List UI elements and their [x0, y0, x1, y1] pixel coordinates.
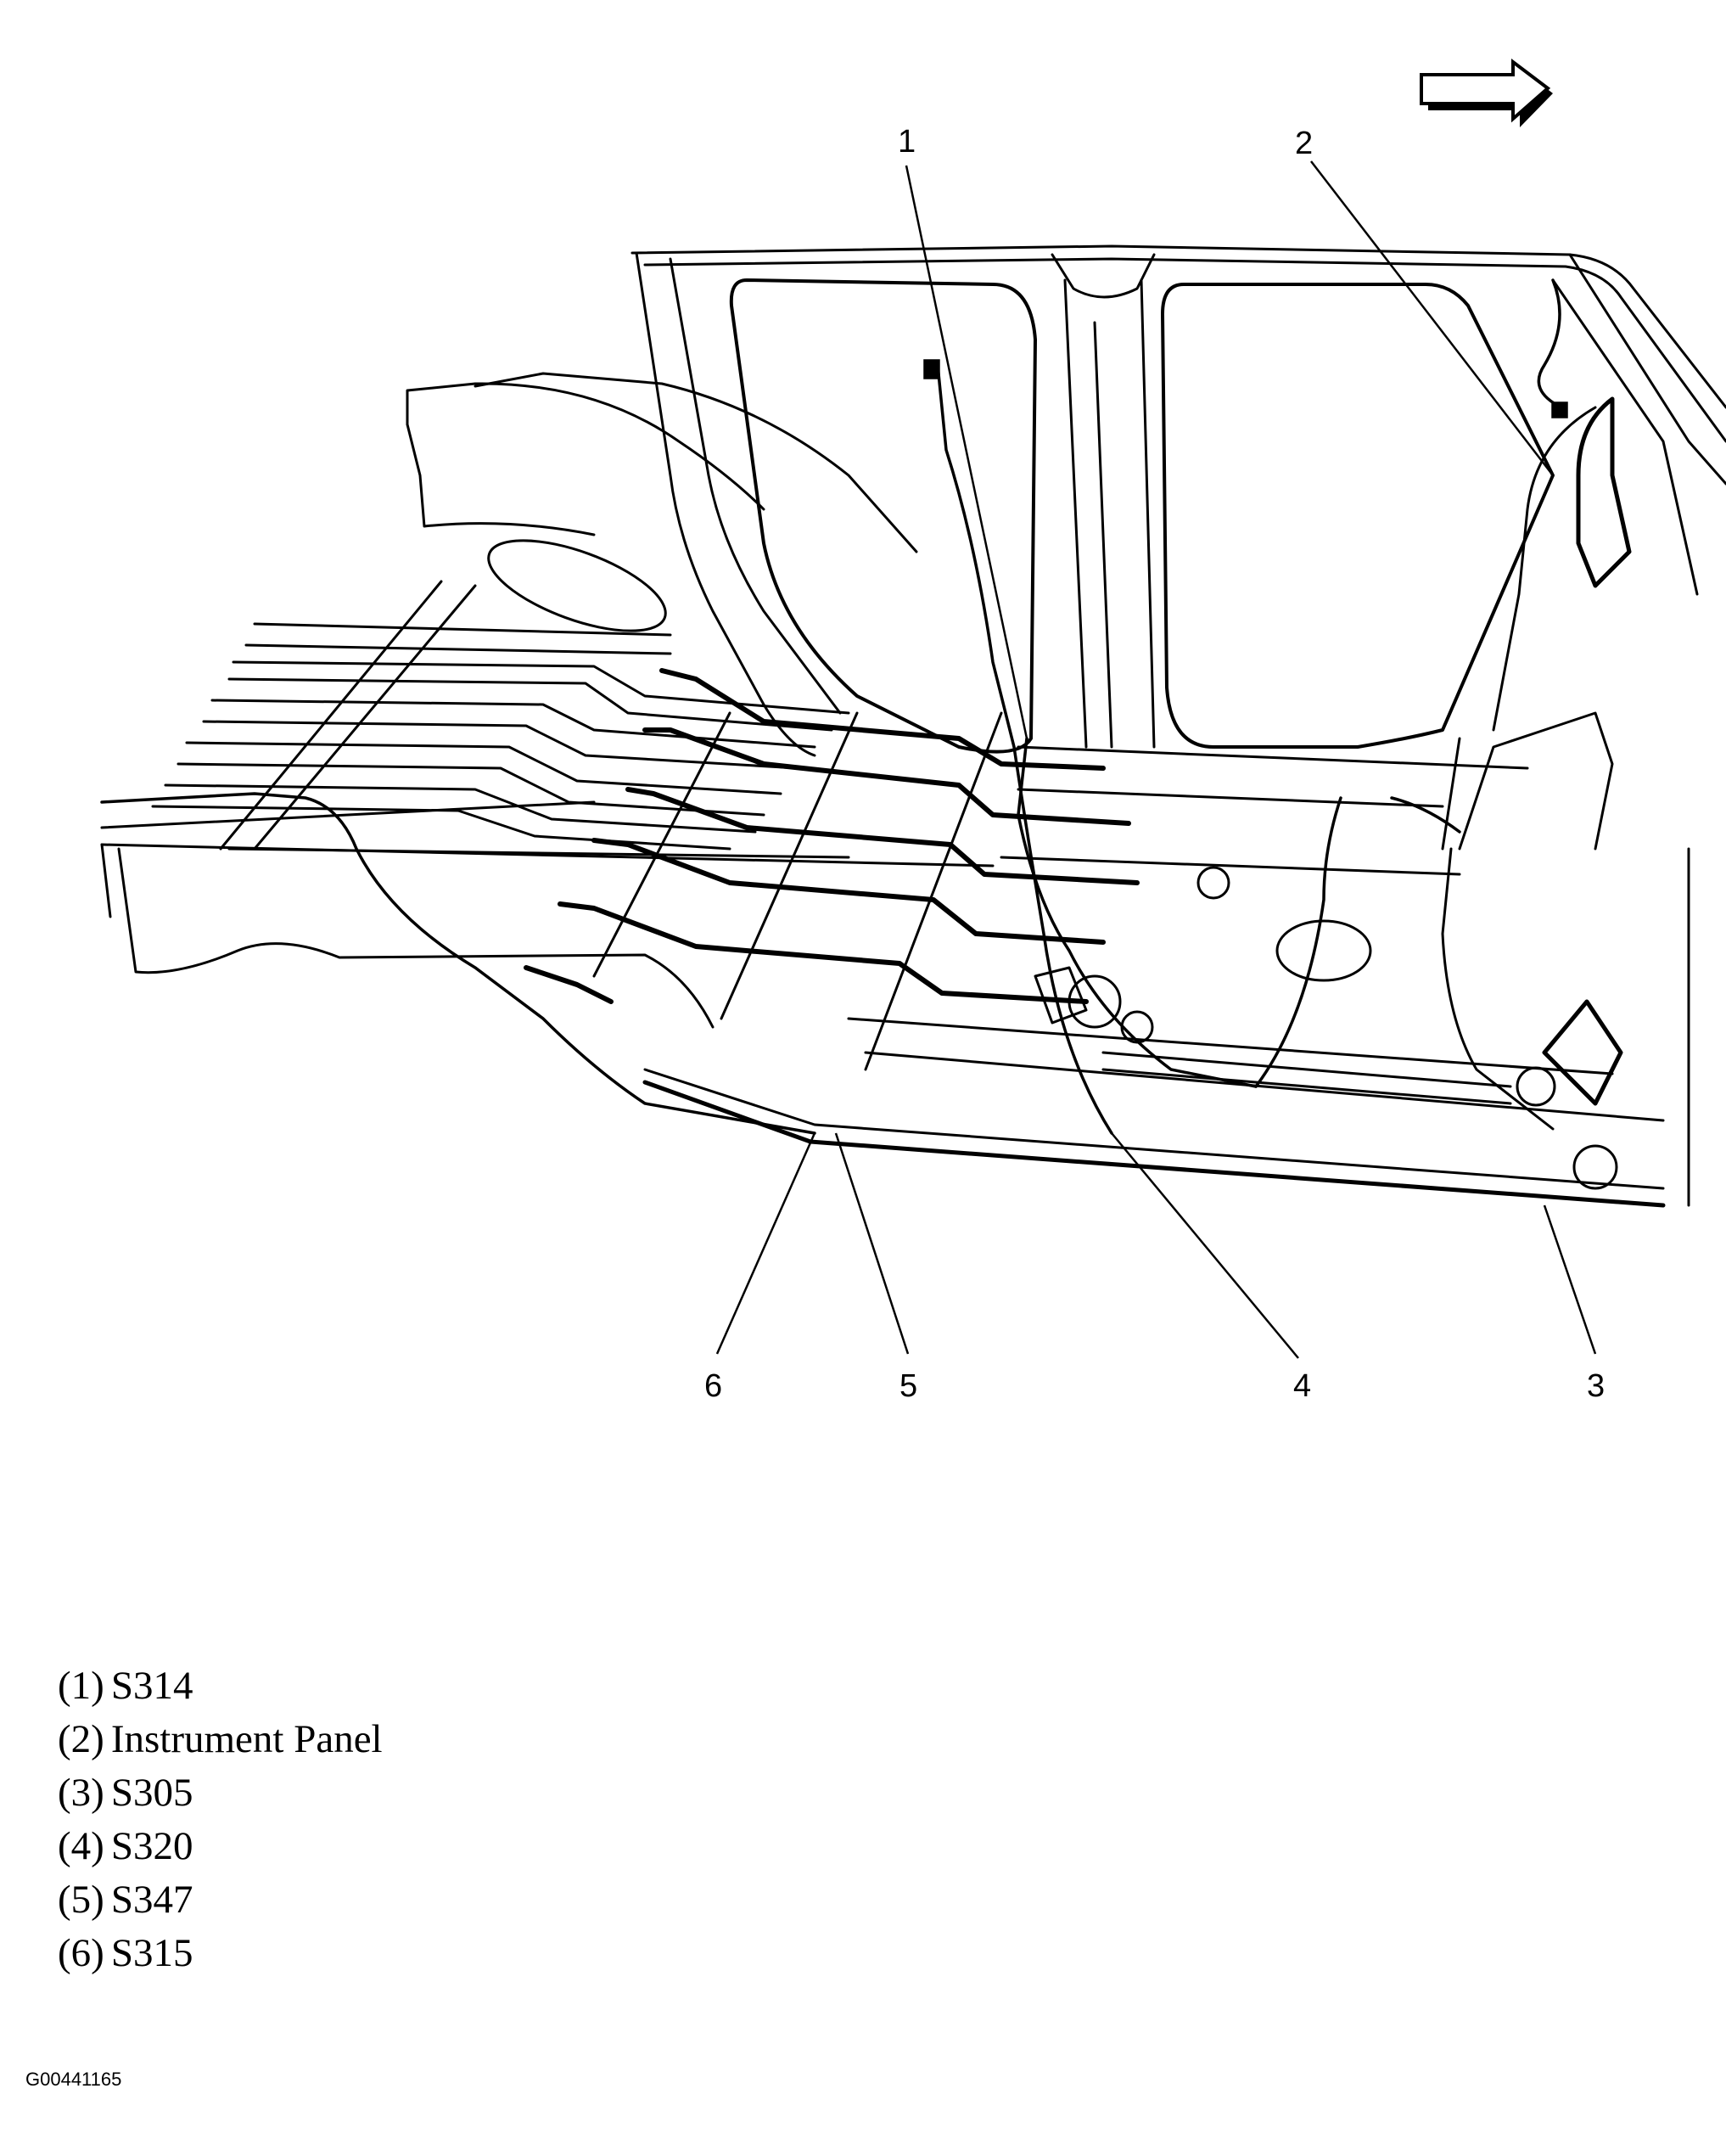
- callout-2: 2: [1295, 126, 1314, 161]
- legend-label: S314: [110, 1664, 193, 1708]
- callout-3: 3: [1587, 1368, 1606, 1404]
- leader-line-4: [1111, 1132, 1299, 1359]
- figure-id: G00441165: [25, 2069, 122, 2090]
- legend-item-s305: (3)S305: [58, 1766, 383, 1820]
- legend-number: (4): [58, 1824, 104, 1868]
- leader-line-2: [1310, 160, 1554, 476]
- wiring-harness: [100, 278, 1568, 1135]
- callout-4: 4: [1293, 1368, 1312, 1404]
- body-structure: [100, 244, 1726, 1208]
- legend-item-instrument-panel: (2)Instrument Panel: [58, 1713, 383, 1766]
- legend-label: Instrument Panel: [110, 1717, 383, 1761]
- legend-number: (5): [58, 1878, 104, 1922]
- leader-line-6: [715, 1132, 816, 1355]
- leader-lines: [715, 160, 1597, 1359]
- vehicle-underbody-diagram: [100, 58, 1726, 1359]
- leader-line-1: [905, 165, 1028, 739]
- leader-line-3: [1543, 1204, 1597, 1355]
- legend-label: S347: [110, 1878, 193, 1922]
- legend-label: S315: [110, 1931, 193, 1975]
- legend: (1)S314 (2)Instrument Panel (3)S305 (4)S…: [58, 1659, 383, 1980]
- legend-number: (1): [58, 1664, 104, 1708]
- legend-item-s314: (1)S314: [58, 1659, 383, 1713]
- callout-1: 1: [898, 124, 916, 160]
- legend-item-s315: (6)S315: [58, 1927, 383, 1980]
- callout-5: 5: [899, 1368, 918, 1404]
- callout-6: 6: [704, 1368, 723, 1404]
- legend-item-s347: (5)S347: [58, 1873, 383, 1927]
- legend-label: S320: [110, 1824, 193, 1868]
- legend-number: (3): [58, 1771, 104, 1815]
- legend-label: S305: [110, 1771, 193, 1815]
- forward-arrow-icon: [1420, 58, 1553, 127]
- leader-line-5: [834, 1132, 910, 1355]
- legend-number: (2): [58, 1717, 104, 1761]
- legend-item-s320: (4)S320: [58, 1820, 383, 1873]
- legend-number: (6): [58, 1931, 104, 1975]
